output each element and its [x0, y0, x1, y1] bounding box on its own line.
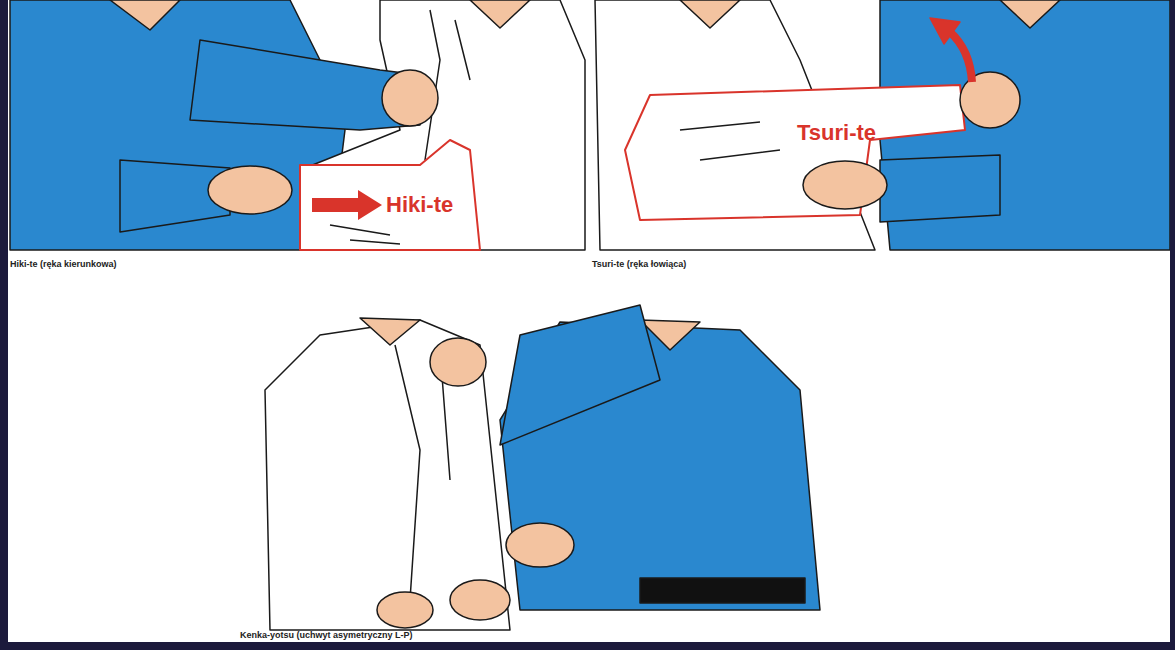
lapel-line: [395, 345, 450, 600]
blue-judoka-chin: [1000, 0, 1060, 28]
sleeve-grip-hand: [803, 161, 887, 209]
lift-arrow-head: [930, 18, 960, 44]
sleeve-grip-hand: [208, 166, 292, 214]
panel-caption: Tsuri-te (ręka łowiąca): [592, 259, 686, 269]
hiki-te-sleeve: [300, 140, 480, 250]
hand-label: Tsuri-te: [797, 120, 876, 146]
collar-grip-hand: [382, 70, 438, 126]
panel-caption: Kenka-yotsu (uchwyt asymetryczny L-P): [240, 630, 413, 640]
fold-line: [330, 225, 400, 244]
hiki-te-panel: [10, 0, 585, 250]
blue-arm: [500, 305, 660, 445]
white-judoka-body: [265, 320, 510, 630]
collar-grip-hand: [430, 338, 486, 386]
panel-caption: Hiki-te (ręka kierunkowa): [10, 259, 117, 269]
tsuri-te-panel: [595, 0, 1170, 250]
sleeve-grip-hand: [506, 523, 574, 567]
picture-area: Hiki-teHiki-te (ręka kierunkowa) Tsuri-te…: [8, 0, 1170, 642]
pull-arrow: [312, 190, 382, 220]
blue-judoka-chin: [110, 0, 180, 30]
white-judoka-chin: [470, 0, 530, 28]
lift-arrow-shaft: [950, 32, 972, 82]
fold-line: [680, 122, 780, 160]
kenka-yotsu-panel: [265, 305, 820, 630]
white-judoka-chin: [360, 318, 420, 345]
sleeve-grip-hand: [450, 580, 510, 620]
judo-illustration: [8, 0, 1170, 642]
sleeve-grip-hand: [377, 592, 433, 628]
black-belt: [640, 578, 805, 603]
hand-label: Hiki-te: [386, 192, 453, 218]
white-judoka-chin: [680, 0, 740, 28]
blue-lower-arm: [880, 155, 1000, 222]
